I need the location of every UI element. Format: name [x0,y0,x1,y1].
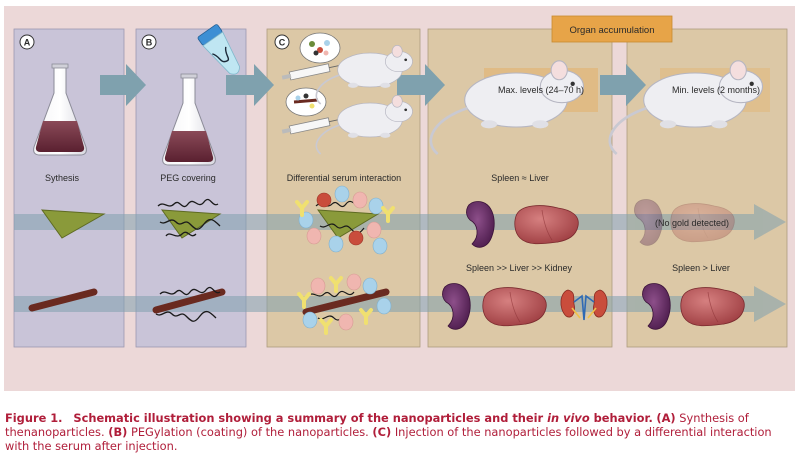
organ-accumulation-callout: Organ accumulation [551,15,673,43]
liver-icon [482,287,547,327]
label-serum-interaction: Differential serum interaction [287,173,401,183]
caption-c-label: (C) [372,425,392,439]
protein-corona-triangle [295,185,395,255]
syringe-icon [281,117,347,135]
svg-text:A: A [24,38,31,48]
svg-text:B: B [146,38,153,48]
caption-figure-label: Figure 1. [5,411,63,425]
caption-title: Schematic illustration showing a summary… [73,411,653,425]
rod-nanoparticle-icon [28,288,98,312]
protein-corona-rod [297,273,392,335]
label-spleen-liver: Spleen ≈ Liver [491,173,548,183]
label-rod-stage1: Spleen >> Liver >> Kidney [466,263,573,273]
flow-arrow-1 [100,64,146,106]
label-synthesis: Sythesis [45,173,80,183]
flow-arrow-2 [226,64,274,106]
svg-text:Organ accumulation: Organ accumulation [569,25,654,36]
badge-a: A [19,34,35,50]
flask-icon [162,73,216,166]
nanoparticle-bubble [285,87,327,117]
caption-b-label: (B) [108,425,128,439]
caption-a-text: Synthesis of thenanoparticles. [5,411,749,439]
caption-b-text: PEGylation (coating) of the nanoparticle… [127,425,373,439]
badge-c: C [274,34,290,50]
svg-text:C: C [279,38,286,48]
nanoparticle-bubble [299,32,341,64]
vial-icon [197,24,240,75]
label-rod-stage2: Spleen > Liver [672,263,730,273]
liver-icon [514,205,579,245]
flask-icon [33,63,87,156]
label-peg-covering: PEG covering [160,173,216,183]
peg-triangle-nanoparticle [157,198,222,239]
peg-rod-nanoparticle [152,286,226,322]
badge-b: B [141,34,157,50]
no-gold-label: (No gold detected) [655,218,729,228]
triangle-nanoparticle-icon [40,209,106,239]
schematic-diagram: A B C [13,15,788,348]
kidney-icon [560,289,608,321]
flow-arrow-3 [397,64,445,106]
caption-a-label: (A) [656,411,676,425]
min-levels-label: Min. levels (2 months) [672,85,760,95]
liver-icon [680,287,745,327]
flow-arrow-4 [600,64,646,106]
figure-caption: Figure 1. Schematic illustration showing… [5,411,795,453]
syringe-icon [281,63,347,81]
caption-c-text: Injection of the nanoparticles followed … [5,425,772,453]
max-levels-label: Max. levels (24–70 h) [498,85,584,95]
